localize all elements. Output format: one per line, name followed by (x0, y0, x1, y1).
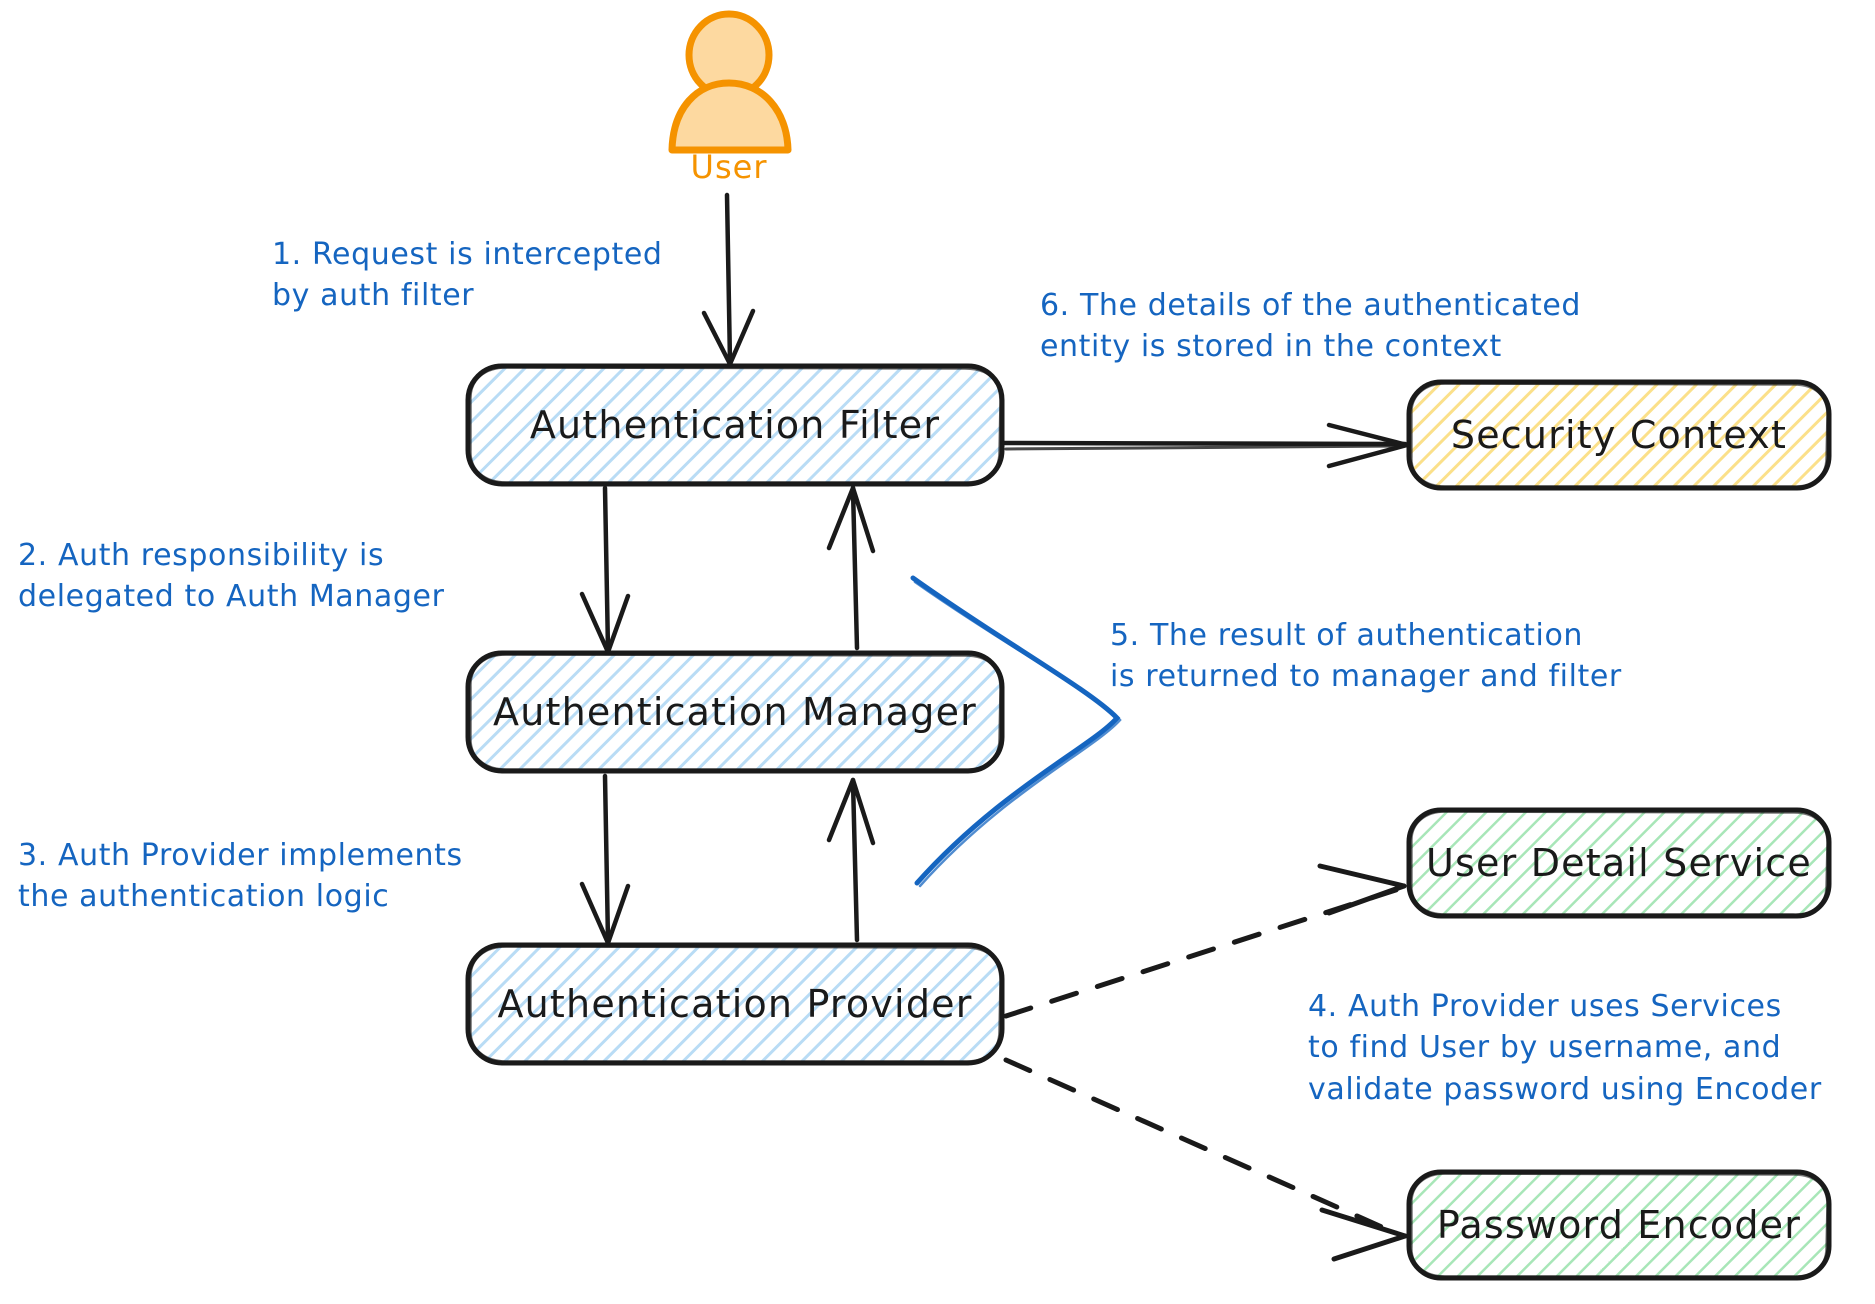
annotation-step-4: 4. Auth Provider uses Services to find U… (1308, 989, 1822, 1107)
edge-manager-to-filter (826, 485, 876, 651)
annotation-step-3: 3. Auth Provider implements the authenti… (18, 838, 463, 915)
edge-filter-to-context (1001, 422, 1410, 469)
node-auth-manager[interactable]: Authentication Manager (493, 690, 977, 734)
edge-filter-to-manager (579, 485, 631, 655)
node-password-encoder[interactable]: Password Encoder (1436, 1203, 1802, 1247)
edge-user-to-filter (701, 192, 756, 367)
node-user-detail-service[interactable]: User Detail Service (1426, 841, 1812, 885)
node-auth-filter[interactable]: Authentication Filter (529, 403, 941, 447)
node-auth-provider[interactable]: Authentication Provider (497, 982, 973, 1026)
edge-manager-to-provider (579, 773, 631, 946)
actor-user-label: User (690, 148, 768, 186)
actor-user-icon[interactable] (668, 12, 792, 154)
edge-provider-to-manager (826, 777, 876, 943)
annotation-step-2: 2. Auth responsibility is delegated to A… (18, 538, 445, 615)
annotation-step-6: 6. The details of the authenticated enti… (1040, 288, 1582, 365)
annotation-step-1: 1. Request is intercepted by auth filter (272, 237, 663, 314)
node-security-context[interactable]: Security Context (1450, 413, 1788, 457)
annotation-step-5: 5. The result of authentication is retur… (1110, 618, 1622, 695)
